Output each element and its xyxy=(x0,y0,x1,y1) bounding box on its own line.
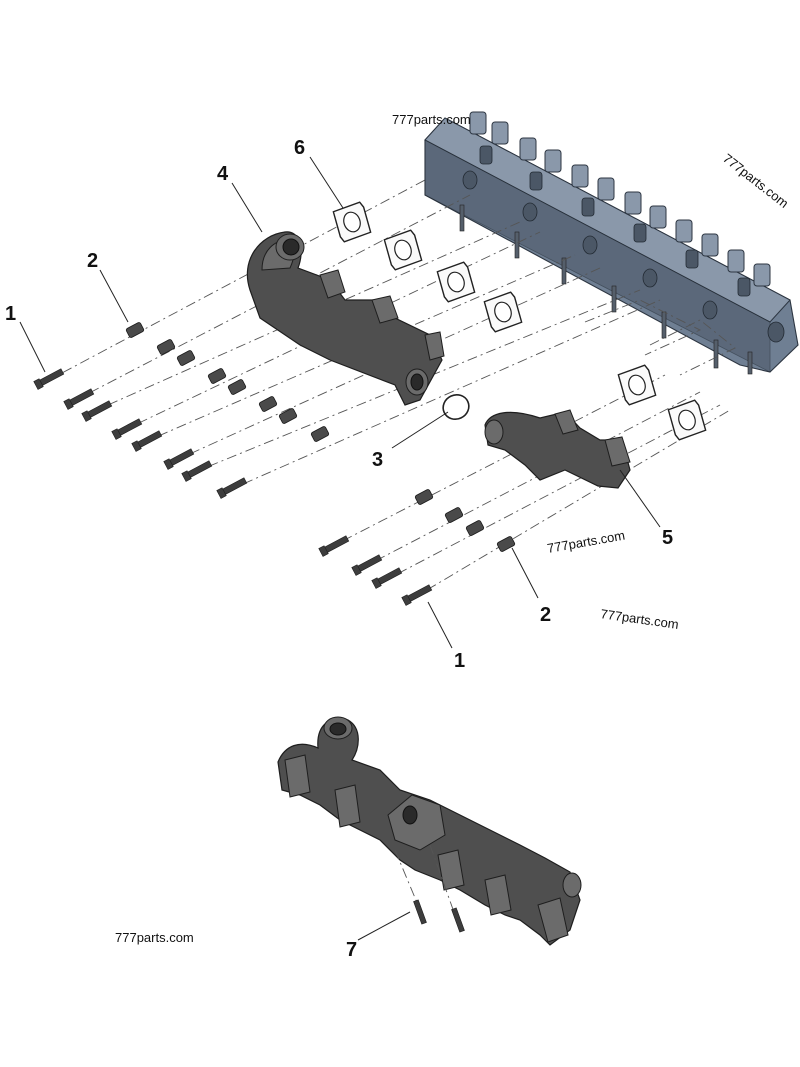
watermark-right: 777parts.com xyxy=(720,151,791,211)
gasket xyxy=(617,364,657,406)
cylinder-head xyxy=(424,111,799,375)
spacer xyxy=(125,322,145,338)
watermark-top: 777parts.com xyxy=(392,112,471,127)
callout-4: 4 xyxy=(217,163,229,185)
stud xyxy=(413,899,427,925)
callout-1-bottom: 1 xyxy=(454,650,465,672)
bolt xyxy=(371,567,403,589)
bolt xyxy=(318,535,350,557)
spacer xyxy=(465,520,485,536)
gaskets xyxy=(332,201,707,441)
callout-1-top: 1 xyxy=(5,303,16,325)
gasket xyxy=(667,399,707,441)
fasteners-upper xyxy=(33,322,330,499)
spacer xyxy=(227,379,247,395)
callout-2-bottom: 2 xyxy=(540,604,551,626)
gasket xyxy=(332,201,372,243)
gasket xyxy=(383,229,423,271)
spacer xyxy=(207,368,227,384)
leader-lines xyxy=(19,156,661,941)
bolt xyxy=(181,460,213,482)
exhaust-manifold-front xyxy=(246,231,445,406)
studs xyxy=(394,844,465,933)
o-ring xyxy=(442,394,470,420)
bolt xyxy=(33,368,65,390)
head-ports xyxy=(462,170,785,343)
bolt xyxy=(63,388,95,410)
callout-5: 5 xyxy=(662,527,673,549)
spacer xyxy=(278,408,298,424)
head-studs xyxy=(459,204,753,375)
callout-6: 6 xyxy=(294,137,305,159)
spacer xyxy=(414,489,434,505)
bolt xyxy=(216,477,248,499)
exhaust-manifold-rear xyxy=(484,409,631,489)
callout-labels: 1 2 4 6 3 5 2 1 7 xyxy=(5,137,673,961)
spacer xyxy=(258,396,278,412)
callout-3: 3 xyxy=(372,449,383,471)
gasket xyxy=(483,291,523,333)
bolt xyxy=(351,554,383,576)
bolt xyxy=(131,430,163,452)
stud xyxy=(451,907,465,933)
watermark-bottom-left: 777parts.com xyxy=(115,930,194,945)
bolt xyxy=(163,448,195,470)
spacer xyxy=(310,426,330,442)
spacer xyxy=(444,507,464,523)
bolt xyxy=(401,584,433,606)
callout-2-top: 2 xyxy=(87,250,98,272)
spacer xyxy=(156,339,176,355)
exhaust-manifold-assembled xyxy=(277,716,582,946)
valve-train xyxy=(469,111,771,297)
spacer xyxy=(176,350,196,366)
callout-7: 7 xyxy=(346,939,357,961)
bolt xyxy=(111,418,143,440)
spacer xyxy=(496,536,516,552)
watermark-mid-right: 777parts.com xyxy=(600,606,680,632)
watermark-mid: 777parts.com xyxy=(546,528,626,556)
bolt xyxy=(81,400,113,422)
fasteners-lower xyxy=(318,489,516,606)
gasket xyxy=(436,261,476,303)
